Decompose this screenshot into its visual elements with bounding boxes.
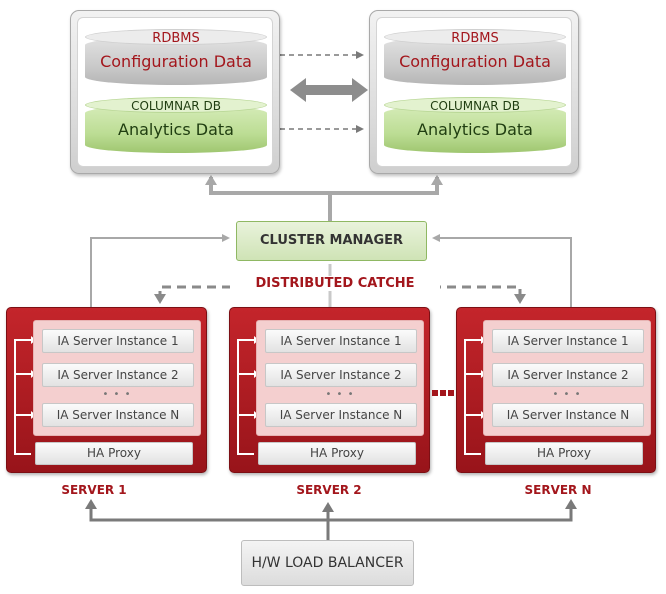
analytics-data-label: Analytics Data: [118, 120, 234, 139]
servern-to-cluster-line: [432, 234, 572, 307]
server-box-n: IA Server Instance 1 IA Server Instance …: [456, 307, 656, 473]
internal-routing-arrows: [464, 336, 486, 455]
server-instance-1: IA Server Instance 1: [42, 329, 194, 353]
cluster-manager-box: CLUSTER MANAGER: [236, 221, 427, 261]
more-instances-dots: • • •: [325, 389, 355, 400]
server-box-2: IA Server Instance 1 IA Server Instance …: [229, 307, 430, 473]
server-instance-1: IA Server Instance 1: [265, 329, 417, 353]
database-panel-replica: RDBMS Configuration Data COLUMNAR DB Ana…: [369, 10, 579, 174]
analytics-data-label: Analytics Data: [417, 120, 533, 139]
server-n-label: SERVER N: [524, 483, 592, 497]
configuration-data-label: Configuration Data: [399, 52, 551, 71]
server-instance-1: IA Server Instance 1: [492, 329, 644, 353]
rdbms-label: RDBMS: [152, 31, 200, 46]
columnar-db-label: COLUMNAR DB: [430, 99, 520, 113]
distributed-cache-line: [158, 285, 522, 300]
instance-group: IA Server Instance 1 IA Server Instance …: [33, 320, 201, 436]
server-1-label: SERVER 1: [61, 483, 127, 497]
server-2-label: SERVER 2: [296, 483, 362, 497]
columnar-db-label: COLUMNAR DB: [131, 99, 221, 113]
columnar-db-cylinder: COLUMNAR DB Analytics Data: [85, 97, 267, 153]
database-panel-primary: RDBMS Configuration Data COLUMNAR DB Ana…: [70, 10, 280, 174]
instance-group: IA Server Instance 1 IA Server Instance …: [256, 320, 424, 436]
cluster-to-db-connector: [209, 177, 439, 195]
load-balancer-box: H/W LOAD BALANCER: [241, 540, 414, 586]
more-instances-dots: • • •: [552, 389, 582, 400]
ha-proxy-box: HA Proxy: [258, 442, 416, 465]
load-balancer-connector: [89, 505, 573, 522]
configuration-data-label: Configuration Data: [100, 52, 252, 71]
server1-to-cluster-line: [90, 234, 230, 307]
server-box-1: IA Server Instance 1 IA Server Instance …: [6, 307, 207, 473]
internal-routing-arrows: [237, 336, 259, 455]
rdbms-cylinder: RDBMS Configuration Data: [384, 29, 566, 85]
distributed-cache-label: DISTRIBUTED CATCHE: [230, 276, 440, 291]
more-instances-dots: • • •: [102, 389, 132, 400]
more-servers-ellipsis: [432, 381, 458, 396]
server-instance-2: IA Server Instance 2: [492, 363, 644, 387]
internal-routing-arrows: [14, 336, 36, 455]
server-instance-n: IA Server Instance N: [42, 403, 194, 427]
ha-proxy-box: HA Proxy: [485, 442, 643, 465]
columnar-db-cylinder: COLUMNAR DB Analytics Data: [384, 97, 566, 153]
rdbms-label: RDBMS: [451, 31, 499, 46]
sync-double-arrow: [290, 78, 368, 102]
server-instance-2: IA Server Instance 2: [42, 363, 194, 387]
ha-proxy-box: HA Proxy: [35, 442, 193, 465]
instance-group: IA Server Instance 1 IA Server Instance …: [483, 320, 651, 436]
server-instance-2: IA Server Instance 2: [265, 363, 417, 387]
server-instance-n: IA Server Instance N: [265, 403, 417, 427]
rdbms-cylinder: RDBMS Configuration Data: [85, 29, 267, 85]
server-instance-n: IA Server Instance N: [492, 403, 644, 427]
